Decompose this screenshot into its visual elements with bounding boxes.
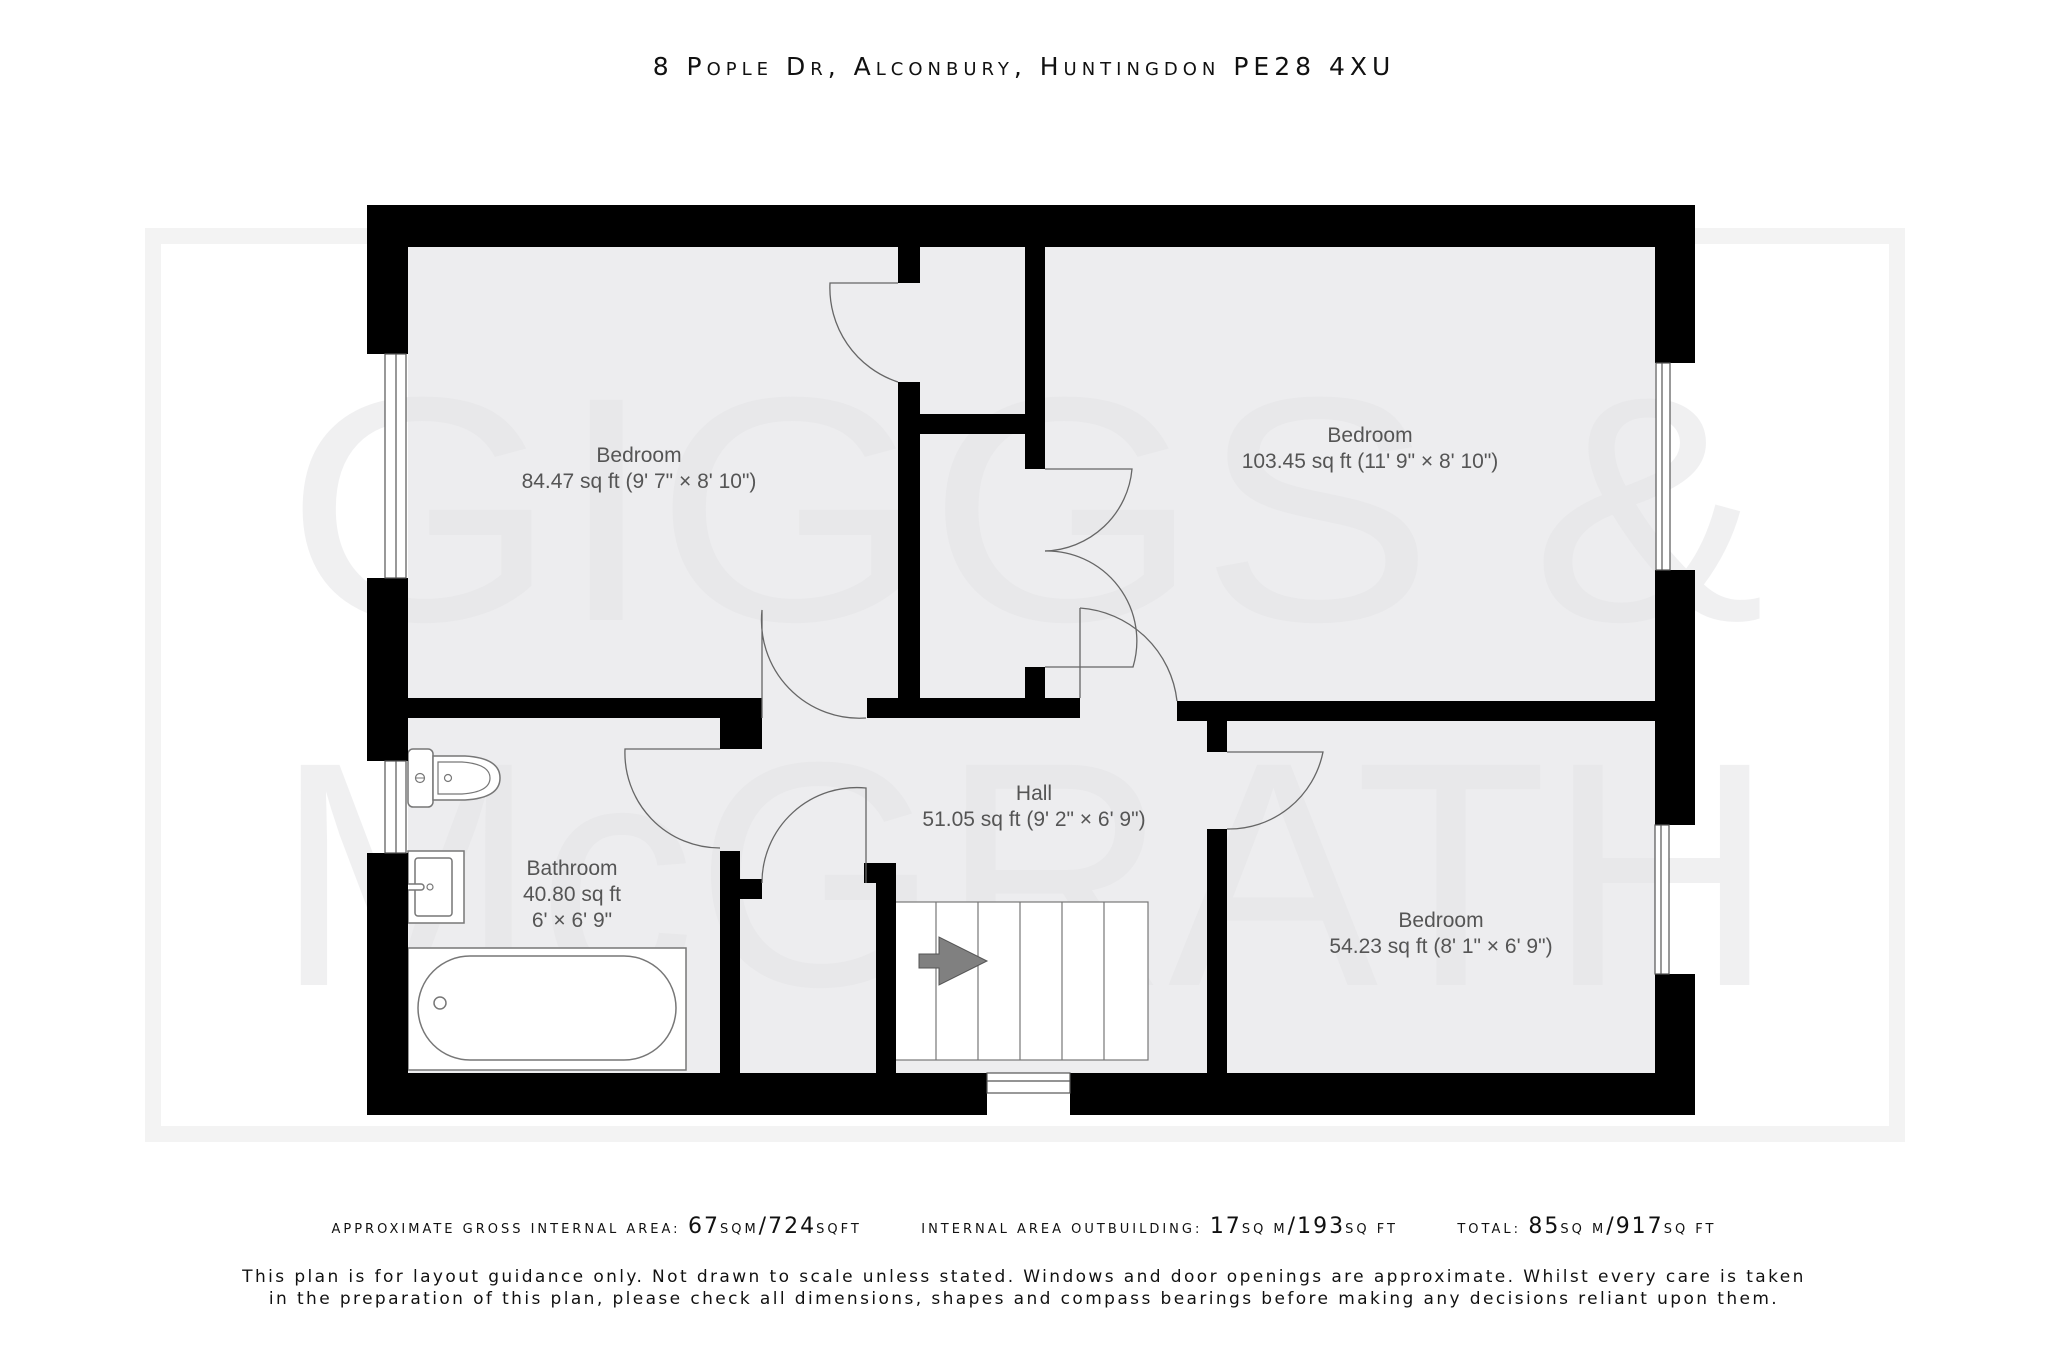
- window-bedroom2: [1655, 362, 1671, 571]
- room-area-hall: 51.05 sq ft (9' 2" × 6' 9"): [922, 808, 1145, 831]
- room-name-bedroom-1: Bedroom: [596, 444, 681, 467]
- room-labels: Bedroom 84.47 sq ft (9' 7" × 8' 10") Bed…: [522, 424, 1553, 958]
- room-name-bathroom: Bathroom: [526, 857, 617, 880]
- room-area-bathroom: 40.80 sq ft: [523, 883, 621, 906]
- sink-icon: [403, 850, 465, 924]
- disclaimer: This plan is for layout guidance only. N…: [0, 1266, 2048, 1310]
- room-dims-bathroom: 6' × 6' 9": [532, 909, 612, 932]
- stairs-icon: [892, 901, 1149, 1061]
- total-area: Total: 85sq m/917sq ft: [1457, 1214, 1717, 1239]
- room-area-bedroom-1: 84.47 sq ft (9' 7" × 8' 10"): [522, 470, 757, 493]
- room-name-hall: Hall: [1016, 782, 1052, 805]
- toilet-icon: [407, 748, 501, 808]
- walls: [367, 205, 1695, 1115]
- disclaimer-line-2: in the preparation of this plan, please …: [268, 1289, 1780, 1309]
- window-bedroom3: [1654, 824, 1670, 975]
- room-name-bedroom-2: Bedroom: [1327, 424, 1412, 447]
- window-stair: [986, 1072, 1071, 1094]
- door-swings: [624, 282, 1324, 884]
- windows: [384, 353, 1671, 1094]
- arrow-right-icon: [918, 936, 989, 986]
- property-address: 8 Pople Dr, Alconbury, Huntingdon PE28 4…: [652, 52, 1396, 81]
- room-area-bedroom-3: 54.23 sq ft (8' 1" × 6' 9"): [1329, 935, 1552, 958]
- room-area-bedroom-2: 103.45 sq ft (11' 9" × 8' 10"): [1242, 450, 1499, 473]
- bathtub-icon: [407, 947, 687, 1071]
- disclaimer-line-1: This plan is for layout guidance only. N…: [242, 1267, 1806, 1287]
- room-name-bedroom-3: Bedroom: [1398, 909, 1483, 932]
